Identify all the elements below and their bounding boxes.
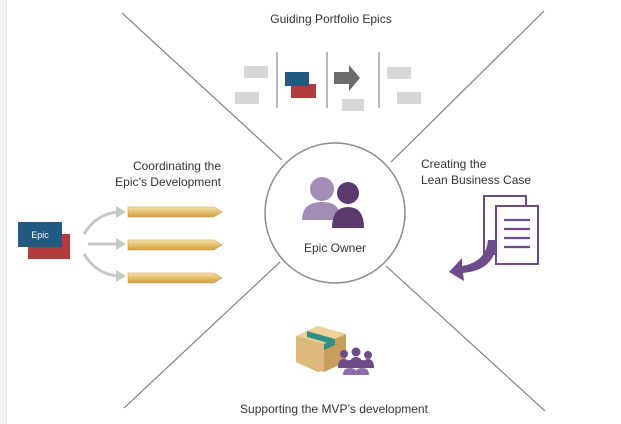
section-coordinating-development: Coordinating the Epic’s Development Epic <box>18 159 223 284</box>
section-title-right-line1: Creating the <box>421 157 487 171</box>
epic-to-features-icon: Epic <box>18 206 223 284</box>
business-case-documents-icon <box>449 195 539 281</box>
quadrant-lines <box>121 10 546 412</box>
feature-bar <box>127 272 223 284</box>
epic-owner-hub: Epic Owner <box>264 142 406 284</box>
branch-arrows <box>82 210 119 278</box>
epic-card <box>18 222 62 247</box>
section-title-left-line1: Coordinating the <box>133 159 221 173</box>
epic-card-label: Epic <box>31 230 49 240</box>
window-left-edge <box>0 0 7 424</box>
feature-bars <box>127 206 223 284</box>
feature-bar <box>127 239 223 251</box>
section-title-right-line2: Lean Business Case <box>421 173 531 187</box>
section-guiding-portfolio-epics: Guiding Portfolio Epics <box>235 12 421 111</box>
section-lean-business-case: Creating the Lean Business Case <box>421 157 539 281</box>
section-supporting-mvp: Supporting the MVP’s development <box>240 326 429 416</box>
epic-owner-icon <box>302 177 364 228</box>
feature-bar <box>127 206 223 218</box>
hub-label: Epic Owner <box>304 241 366 255</box>
section-title-top: Guiding Portfolio Epics <box>270 12 391 26</box>
section-title-bottom: Supporting the MVP’s development <box>240 402 429 416</box>
section-title-left-line2: Epic’s Development <box>115 175 221 189</box>
package-team-icon <box>296 326 374 375</box>
divider-top-left <box>121 12 283 161</box>
kanban-flow-icon <box>235 52 421 111</box>
divider-bottom-left <box>123 261 281 409</box>
divider-top-right <box>390 10 545 163</box>
divider-bottom-right <box>385 265 546 412</box>
team-people-icon <box>338 347 374 375</box>
